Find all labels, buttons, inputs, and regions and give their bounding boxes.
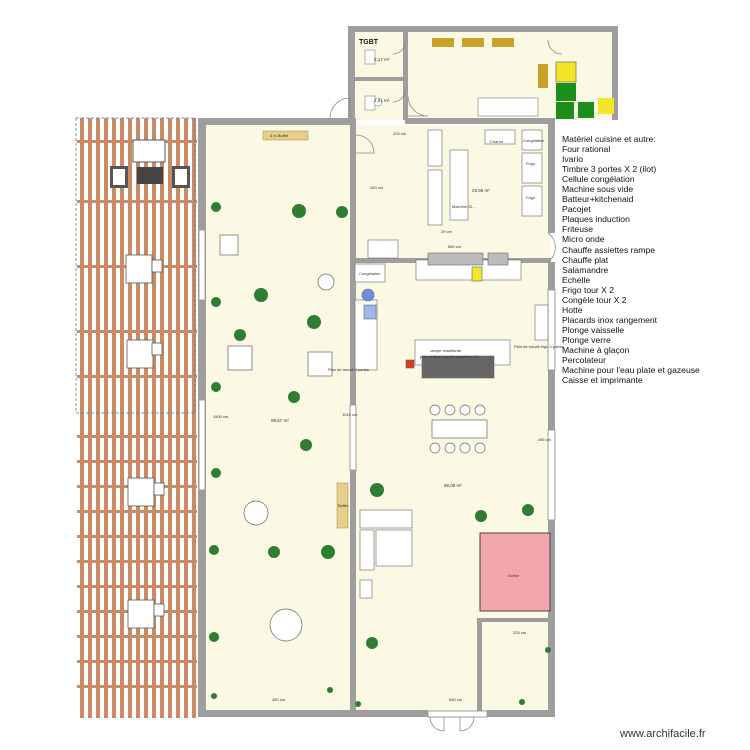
equipment-item: Placards inox rangement [562, 314, 658, 325]
equipment-item: Salamandre [562, 264, 609, 275]
watermark: www.archifacile.fr [620, 728, 706, 740]
dim-660: 660 cm [448, 244, 462, 249]
annex-contents [364, 38, 614, 119]
area-small-1: 2,17 m² [374, 57, 390, 62]
equipment-item: Friteuse [562, 224, 594, 235]
equipment-item: Plonge vaisselle [562, 324, 625, 335]
floor-dining-main [355, 262, 551, 712]
doors [329, 39, 563, 732]
congelation-2-label: Congélation [359, 271, 381, 276]
equipment-list: Matériel cuisine et autre: Four rational… [562, 134, 700, 385]
plan-travail-1-label: Plan de travail 3 portes [328, 367, 369, 372]
equipment-item: Plaques induction [562, 214, 630, 225]
equipment-item: Chauffe assiettes rampe [562, 244, 655, 255]
equipment-item: Batteur+kitchenaid [562, 194, 634, 205]
plan-central-label: plan central chauffe assiettes 1/2 [420, 354, 479, 359]
kitchen-equipment [354, 129, 549, 599]
equipment-item: Echelle [562, 274, 591, 285]
dim-200: 200 cm [393, 131, 407, 136]
wall-annex-left [348, 26, 355, 120]
buffets [262, 130, 349, 529]
tgbt-label: TGBT [359, 39, 379, 46]
area-dining-left: 86,57 m² [271, 418, 289, 423]
frigo-2-label: Frigo [526, 195, 536, 200]
wall-stage-top [477, 618, 551, 622]
chariot-label: Chariot [490, 139, 503, 144]
dim-456: 456 cm [538, 437, 552, 442]
wall-annex-top [348, 26, 618, 32]
equipment-item: Machine sous vide [562, 184, 634, 195]
equipment-item: Congèle tour X 2 [562, 294, 627, 305]
dim-225: 225 cm [513, 630, 527, 635]
equipment-item: Ivario [562, 154, 584, 165]
equipment-item: Percolateur [562, 355, 606, 366]
wall-annex-right [612, 26, 618, 120]
equipment-item: Hotte [562, 304, 583, 315]
dim-29: 29 cm [441, 229, 452, 234]
wall-bottom-right [487, 710, 555, 717]
equipment-item: Caisse et imprimante [562, 375, 643, 386]
dim-1010: 1010 cm [342, 412, 358, 417]
equipment-item: Micro onde [562, 234, 605, 245]
wall-small-divider [355, 77, 403, 81]
dim-1500: 1500 cm [213, 414, 229, 419]
equipment-item: Timbre 3 portes X 2 (ilot) [562, 164, 657, 175]
machine-glace-label: Machine Gl... [452, 204, 476, 209]
frigo-1-label: Frigo [526, 161, 536, 166]
equipment-item: Frigo tour X 2 [562, 284, 615, 295]
rampe-label: rampe chauffante [430, 348, 462, 353]
congelation-label: Congélation [523, 138, 545, 143]
outdoor-furniture [110, 139, 190, 629]
area-dining-main: 89,08 m² [444, 483, 462, 488]
wall-bottom [198, 710, 428, 717]
buffet-top-label: 4 m Buffet [270, 133, 289, 138]
stage [479, 532, 551, 612]
equipment-item: Chauffe plat [562, 254, 609, 265]
pergola-covered-zone [75, 117, 196, 414]
wall-stage-left [477, 618, 482, 717]
windows [198, 229, 556, 718]
plants [209, 202, 551, 707]
equipment-item: Cellule congélation [562, 174, 635, 185]
scene-label: Scène [508, 573, 520, 578]
equipment-item: Four rational [562, 144, 611, 155]
dim-660-bottom: 660 cm [449, 697, 463, 702]
wall-top-right [405, 118, 555, 124]
buffet-side-label: Buffet [338, 503, 349, 508]
area-small-2: 1,91 m² [374, 98, 390, 103]
wall-annex-inner [403, 26, 408, 120]
equipment-item: Machine pour l'eau plate et gazeuse [562, 365, 700, 376]
dining-tables [219, 234, 488, 642]
plan-travail-2-label: Plan de travail frigo 3 portes [514, 344, 564, 349]
equipment-list-title: Matériel cuisine et autre: [562, 134, 656, 144]
wall-top [198, 118, 353, 125]
dim-480: 480 cm [272, 697, 286, 702]
equipment-item: Machine à glaçon [562, 344, 630, 355]
equipment-item: Pacojet [562, 204, 591, 215]
dim-160: 160 cm [370, 185, 384, 190]
equipment-item: Plonge verre [562, 334, 611, 345]
wall-right [548, 118, 555, 233]
area-kitchen: 29,95 m² [472, 188, 490, 193]
